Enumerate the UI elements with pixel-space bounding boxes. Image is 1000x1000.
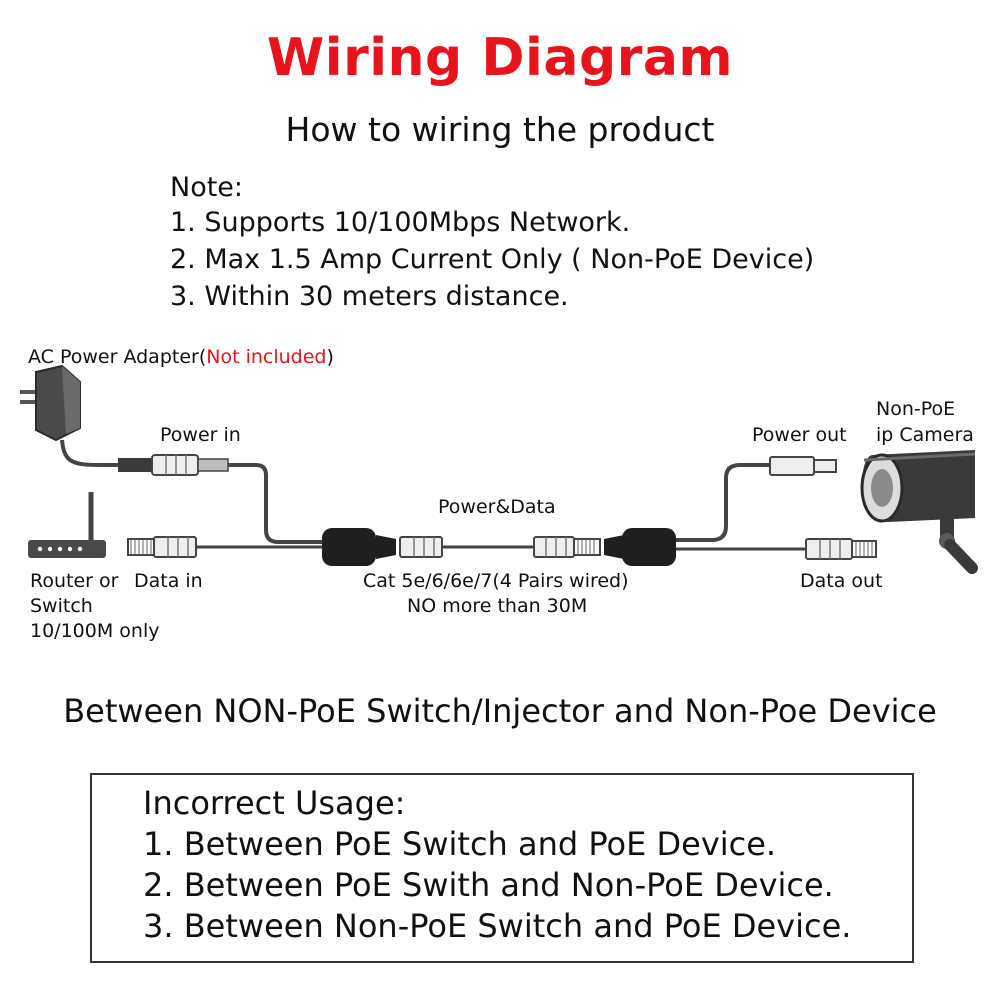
power-in-label: Power in [160,424,241,446]
incorrect-usage-heading: Incorrect Usage: [143,784,406,822]
incorrect-usage-item-2: 2. Between PoE Swith and Non-PoE Device. [143,866,834,904]
data-in-label: Data in [134,570,203,592]
power-data-rj45-right-icon [533,536,601,558]
adapter-label: AC Power Adapter(Not included) [28,346,334,368]
data-out-label: Data out [800,570,883,592]
power-out-cable [676,463,770,542]
not-included-label: Not included [206,346,327,368]
incorrect-usage-box [90,773,914,963]
diagram-subtitle: How to wiring the product [285,110,715,149]
cable-label-line1: Cat 5e/6/6e/7(4 Pairs wired) [363,570,629,592]
ac-power-adapter-icon [20,364,81,442]
power-out-label: Power out [752,424,847,446]
power-out-connector-icon [769,456,837,476]
injector-icon [322,528,396,566]
diagram-caption: Between NON-PoE Switch/Injector and Non-… [63,692,937,730]
router-icon [28,492,106,558]
data-out-rj45-icon [805,538,877,560]
power-in-connector-icon [118,454,229,476]
adapter-cable [60,439,120,467]
note-item-3: 3. Within 30 meters distance. [170,281,569,312]
power-in-cable [228,463,322,544]
cable-label-line2: NO more than 30M [407,595,588,617]
note-heading: Note: [170,172,244,203]
diagram-title: Wiring Diagram [266,28,734,88]
note-item-1: 1. Supports 10/100Mbps Network. [170,207,631,238]
ip-camera-icon [860,450,978,574]
note-item-2: 2. Max 1.5 Amp Current Only ( Non-PoE De… [170,244,815,275]
router-label-line1: Router or [30,570,119,592]
data-in-rj45-icon [127,536,197,558]
incorrect-usage-item-1: 1. Between PoE Switch and PoE Device. [143,825,777,863]
power-data-rj45-left-icon [399,536,443,558]
power-data-label: Power&Data [438,496,556,518]
camera-label-line1: Non-PoE [876,398,956,420]
router-label-line3: 10/100M only [30,620,160,642]
camera-label-line2: ip Camera [876,424,974,446]
splitter-icon [604,528,676,566]
incorrect-usage-item-3: 3. Between Non-PoE Switch and PoE Device… [143,907,852,945]
router-label-line2: Switch [30,595,93,617]
